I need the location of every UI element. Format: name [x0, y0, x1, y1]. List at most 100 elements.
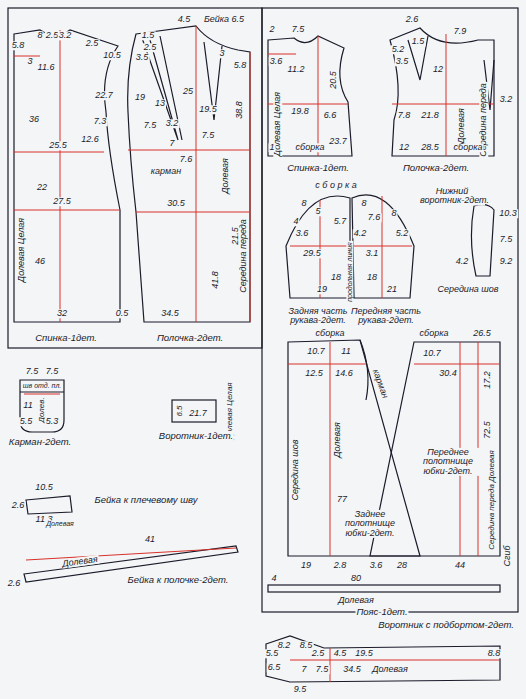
pattern-label: 2.6 — [405, 15, 420, 24]
pattern-label: 1.5 — [411, 37, 426, 46]
pattern-label: 26.5 — [472, 329, 492, 338]
pattern-label: Долевая — [371, 665, 409, 674]
pattern-label: 77 — [336, 495, 348, 504]
pattern-label: 4.2 — [353, 229, 368, 238]
pattern-label: 7.3 — [93, 117, 108, 126]
pattern-label: 3.5 — [395, 57, 410, 66]
pattern-label: 6.5 — [267, 663, 282, 672]
pattern-label: 7.5 — [143, 121, 158, 130]
pattern-label: 3 — [218, 49, 225, 58]
pattern-label: 7.5 — [291, 25, 306, 34]
pattern-label: 3.2 — [165, 119, 180, 128]
pattern-label: 21.8 — [420, 111, 440, 120]
pattern-label: 5 — [314, 207, 321, 216]
pattern-label: 18 — [330, 273, 342, 282]
pattern-label: 22.7 — [94, 91, 114, 100]
left-frame — [8, 8, 262, 348]
pattern-label: 2.8 — [333, 561, 348, 570]
pattern-label: 4.5 — [177, 15, 192, 24]
pattern-label: 28 — [396, 561, 408, 570]
pattern-label: 19.8 — [290, 107, 310, 116]
pattern-label: 9.5 — [293, 685, 308, 694]
pattern-label: Долевая — [337, 596, 375, 605]
collar-facing — [266, 636, 500, 682]
pattern-label: Долевая — [45, 520, 75, 527]
pattern-label: 5.2 — [391, 45, 406, 54]
pattern-label: 12.5 — [304, 369, 324, 378]
pattern-label: 13 — [154, 99, 166, 108]
pattern-label: 2.5 — [85, 39, 100, 48]
pattern-label: 4 — [270, 574, 277, 583]
pattern-label: 27.5 — [52, 197, 72, 206]
pattern-label: Полочка-2дет. — [402, 163, 470, 173]
pattern-label: 25.5 — [48, 141, 68, 150]
pattern-label: 7.5 — [45, 367, 60, 376]
pattern-label: 8 — [360, 199, 367, 208]
pattern-label: 8.2 — [277, 641, 292, 650]
pattern-label: Бейка к полочке-2дет. — [127, 575, 230, 585]
pattern-label: 7.5 — [25, 367, 40, 376]
pattern-label: Бейка 6.5 — [203, 15, 245, 24]
pattern-label: 28.5 — [420, 143, 440, 152]
pattern-label: 10.5 — [102, 51, 122, 60]
pattern-label: 8.8 — [487, 649, 502, 658]
pattern-label: 41.8 — [211, 270, 220, 290]
bias-strip — [26, 496, 72, 514]
pattern-label: 34.5 — [160, 309, 180, 318]
pattern-label: 17.2 — [483, 370, 492, 390]
pattern-label: 4.2 — [455, 257, 470, 266]
pattern-label: 21.7 — [188, 409, 208, 418]
pattern-label: 11.2 — [287, 65, 306, 74]
pattern-label: 11.6 — [37, 63, 56, 72]
pattern-label: 10.5 — [34, 483, 54, 492]
pattern-label: 7.6 — [179, 155, 194, 164]
front-piece — [128, 26, 250, 322]
pattern-label: 29.5 — [302, 249, 322, 258]
pattern-label: 5.5 — [19, 417, 34, 426]
pattern-label: Долевая — [457, 107, 466, 145]
skirt-pocket — [360, 340, 368, 400]
skirt-guides — [288, 342, 500, 556]
collar-guides — [290, 648, 500, 682]
pattern-label: 34.5 — [342, 665, 362, 674]
pattern-label: 20.5 — [329, 70, 338, 90]
pattern-label: 7.5 — [315, 665, 330, 674]
pattern-label: 3.6 — [295, 229, 310, 238]
pattern-label: 6.6 — [323, 111, 338, 120]
pattern-label: Передняя часть рукава-2дет. — [350, 307, 422, 326]
pattern-label: Середина шов — [291, 438, 300, 501]
pattern-label: 3.5 — [135, 53, 150, 62]
pattern-label: карман — [150, 167, 182, 176]
pattern-label: 5.8 — [233, 61, 248, 70]
small-guides — [24, 394, 236, 560]
pattern-label: 4 — [292, 217, 299, 226]
pattern-label: 2.5 — [143, 43, 158, 52]
pattern-label: Середина переда Долевая — [488, 449, 496, 550]
pattern-label: Переднее полотнище юбки-2дет. — [411, 448, 485, 476]
collar-piece — [172, 400, 216, 422]
skirt-back — [288, 340, 420, 556]
pattern-label: 12.6 — [80, 135, 100, 144]
pattern-label: 9.2 — [499, 257, 514, 266]
pattern-label: 6.5 — [176, 404, 184, 417]
pattern-label: 3.2 — [58, 31, 73, 40]
pattern-label: продольная линия — [346, 241, 353, 303]
back-piece — [14, 30, 120, 322]
pattern-label: Сгиб — [503, 544, 512, 567]
right-frame — [262, 8, 518, 612]
pattern-label: 19 — [134, 93, 146, 102]
pattern-label: 44 — [454, 561, 466, 570]
pattern-label: 7.6 — [367, 213, 382, 222]
pattern-label: 5.8 — [11, 41, 26, 50]
pattern-label: Спинка-1дет. — [34, 333, 98, 343]
pattern-label: 41 — [144, 535, 156, 544]
pattern-label: 21 — [386, 285, 398, 294]
pattern-label: 3 — [26, 57, 33, 66]
pattern-label: 7 — [168, 139, 175, 148]
pattern-label: сборка — [295, 143, 326, 152]
pattern-label: 2.5 — [311, 649, 326, 658]
pattern-label: 3.6 — [269, 57, 284, 66]
pattern-label: 10.7 — [306, 347, 326, 356]
pattern-label: 5.3 — [45, 417, 60, 426]
